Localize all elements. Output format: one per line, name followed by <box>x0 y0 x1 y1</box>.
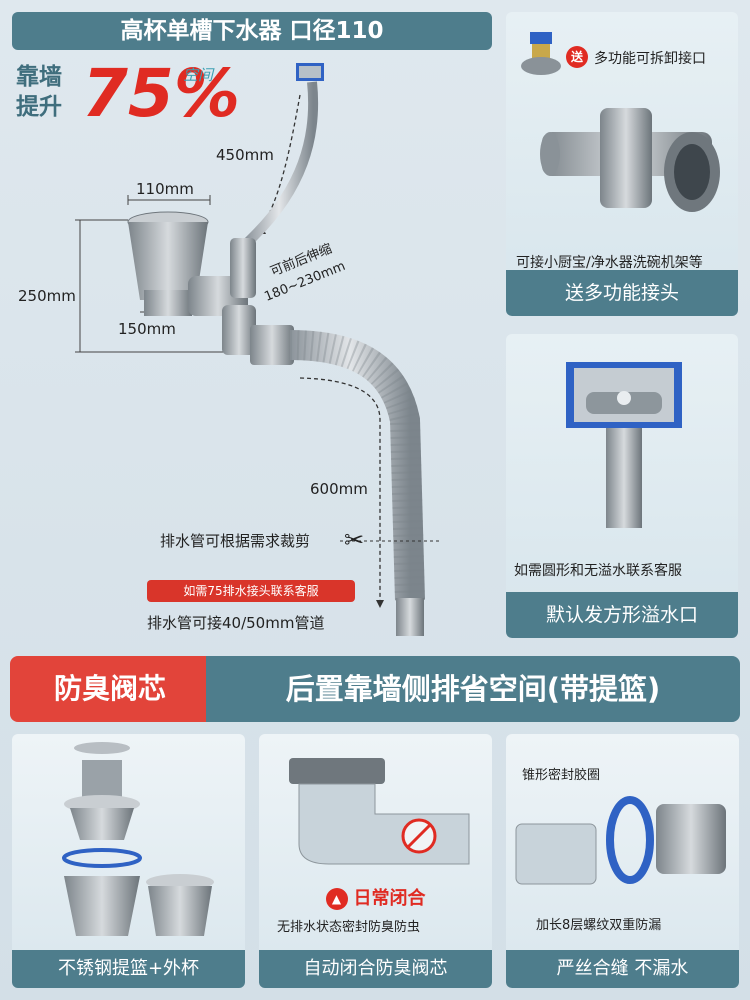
dim-drain-length: 600mm <box>310 480 368 498</box>
joint-footer: 送多功能接头 <box>506 270 738 316</box>
scissors-icon: ✂ <box>344 526 365 554</box>
cut-note: 排水管可根据需求裁剪 <box>160 532 311 550</box>
tee-joint-icon <box>540 108 720 212</box>
card-multi-joint: 送 多功能可拆卸接口 可接小厨宝/净水器洗碗机架等 送多功能接头 <box>506 12 738 316</box>
valve-note: 无排水状态密封防臭防虫 <box>277 920 421 935</box>
bottom-card-seal: 锥形密封胶圈 加长8层螺纹双重防漏 严丝合缝 不漏水 <box>506 734 739 988</box>
basket-footer: 不锈钢提篮+外杯 <box>12 950 245 988</box>
badge-line-2: 提升 <box>16 94 62 120</box>
valve-footer: 自动闭合防臭阀芯 <box>259 950 492 988</box>
seal-footer: 严丝合缝 不漏水 <box>506 950 739 988</box>
square-overflow-icon <box>566 362 682 528</box>
seal-top-note: 锥形密封胶圈 <box>522 768 601 783</box>
card-overflow: 如需圆形和无溢水联系客服 默认发方形溢水口 <box>506 334 738 638</box>
space-small-label: 空间 <box>183 66 214 84</box>
quick-connector-icon <box>521 32 561 75</box>
seal-bottom-note: 加长8层螺纹双重防漏 <box>536 918 662 933</box>
daily-closed-row: ▲日常闭合 <box>259 884 492 910</box>
joint-mid-text: 可接小厨宝/净水器洗碗机架等 <box>516 255 703 271</box>
space-percent: 75% <box>82 55 240 132</box>
overflow-mid-text: 如需圆形和无溢水联系客服 <box>514 563 682 579</box>
joint-top-text: 多功能可拆卸接口 <box>594 51 706 67</box>
dim-cup-width: 110mm <box>136 180 194 198</box>
product-title: 高杯单槽下水器 口径110 <box>12 12 492 50</box>
warning-icon: ▲ <box>325 888 348 910</box>
contact-pill: 如需75排水接头联系客服 <box>147 580 355 602</box>
bottom-card-valve: ▲日常闭合 无排水状态密封防臭防虫 自动闭合防臭阀芯 <box>259 734 492 988</box>
drainer-illustration <box>75 63 440 636</box>
overflow-footer: 默认发方形溢水口 <box>506 592 738 638</box>
space-badge-label: 靠墙 提升 <box>16 62 62 122</box>
banner-rear-drain: 后置靠墙侧排省空间(带提篮) <box>206 656 740 722</box>
gift-badge: 送 <box>566 46 588 68</box>
dim-depth: 150mm <box>118 320 176 338</box>
bottom-card-basket: 不锈钢提篮+外杯 <box>12 734 245 988</box>
banner-odor-valve: 防臭阀芯 <box>10 656 210 722</box>
daily-closed-label: 日常闭合 <box>353 888 426 909</box>
dim-height: 250mm <box>18 287 76 305</box>
pipe-note: 排水管可接40/50mm管道 <box>147 614 325 632</box>
basket-parts-icon <box>62 742 214 936</box>
badge-line-1: 靠墙 <box>16 64 62 90</box>
valve-icon <box>289 758 470 865</box>
seal-ring-icon <box>515 796 726 885</box>
dim-hose-length: 450mm <box>216 146 274 164</box>
